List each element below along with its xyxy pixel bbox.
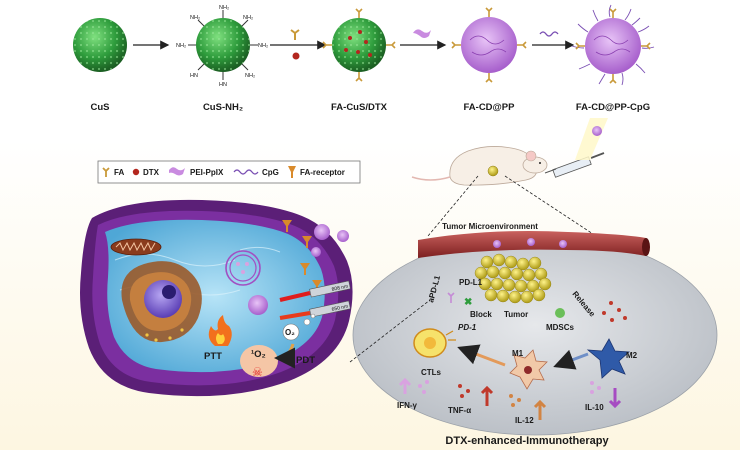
internalized-nanoparticle [248,295,268,315]
tme-caption: DTX-enhanced-Immunotherapy [445,435,609,447]
skull-icon: ☠ [252,365,263,379]
legend: FA DTX PEI-PpIX CpG FA-receptor [97,160,361,184]
arrow-m1-to-ctl [457,344,506,367]
tumor-cluster [474,253,552,304]
nh2-bottomright-label: NH₂ [245,73,255,79]
oxygen-bubble [282,323,300,341]
fa-receptors [282,220,322,292]
legend-pei-ppix-label: PEI-PpIX [190,168,224,177]
hn-bottomleft-label: HN [190,73,198,79]
mouse-illustration [411,146,548,186]
pdt-label: PDT [296,355,315,366]
ctls-label: CTLs [421,368,442,377]
il12-up-arrow [533,399,547,420]
nh2-right-label: NH₂ [258,43,268,49]
tnf-alpha-label: TNF-α [448,406,471,415]
il10-label: IL-10 [585,403,604,412]
legend-fa-receptor-icon [288,166,296,178]
tme-title: Tumor Microenvironment [442,222,538,231]
oxygen-small-bubbles [303,313,316,326]
nh2-left-label: NH₂ [176,43,186,49]
m2-label: M2 [626,351,638,360]
legend-fa-receptor-label: FA-receptor [300,168,345,177]
hn-bottom-label: HN [219,82,227,88]
mdsc-cell [555,308,565,318]
zoom-line-right [504,175,676,289]
endosome [225,250,261,286]
nucleus [144,280,182,318]
incoming-nanoparticles [311,224,349,257]
cell-to-tme-line [349,299,431,363]
synthesis-row: NH₂ NH₂ NH₂ NH₂ NH₂ HN NH₂ HN [73,4,655,113]
dtx-reagent-icon [292,52,300,60]
fa-cd-pp-nanoparticle [451,7,527,83]
pdt-arrow [274,343,296,369]
il12-label: IL-12 [515,416,534,425]
step-label-fa-cus-dtx: FA-CuS/DTX [331,102,388,113]
syringe-icon [544,152,605,178]
step-label-fa-cd-pp: FA-CD@PP [464,102,516,113]
cus-nanoparticle [73,18,127,72]
ptt-label: PTT [204,351,222,362]
tnf-up-arrow [480,385,494,406]
m1-label: M1 [512,349,524,358]
cus-nh2-nanoparticle: NH₂ NH₂ NH₂ NH₂ NH₂ HN NH₂ HN [176,5,268,88]
blood-vessel [418,231,650,258]
tme-panel: Tumor Microenvironment PD-L1 Tumor aPD-L… [352,222,718,447]
released-dtx-dots [602,301,627,322]
laser-650-label: 650 nm [331,304,349,313]
legend-dtx-icon [132,168,140,176]
oxygen-label: O₂ [285,328,295,337]
laser-808 [279,280,351,302]
nh2-top-label: NH₂ [219,5,229,11]
block-x-icon: ✖ [464,297,472,308]
fa-reagent-icon [290,29,300,40]
il10-down-arrow [608,388,622,409]
laser-650 [279,300,351,320]
step-label-cus: CuS [91,102,110,113]
step-label-fa-cd-pp-cpg: FA-CD@PP-CpG [576,102,650,113]
legend-fa-icon [102,167,110,177]
cancer-cell: 808 nm 650 nm PTT ¹O₂ ☠ O₂ PDT [80,199,353,397]
mdscs-label: MDSCs [546,323,575,332]
singlet-oxygen-bubble [240,345,278,377]
arrow-m2-to-m1 [553,349,589,370]
laser-808-label: 808 nm [331,284,349,293]
ribosomes [145,328,184,342]
legend-dtx-label: DTX [143,168,160,177]
pd1-label: PD-1 [458,323,477,332]
ifn-gamma-label: IFN-γ [397,401,418,410]
pei-ppix-reagent-icon [413,29,431,38]
zoom-line-left [427,175,479,237]
mitochondrion [110,238,162,256]
m2-macrophage [586,338,630,379]
il12-dots [509,394,521,407]
cpg-reagent-icon [539,31,559,37]
il10-dots [590,381,601,394]
ifn-dots [418,380,429,394]
step-label-cus-nh2: CuS-NH₂ [203,102,243,113]
tnf-dots [458,384,470,398]
nh2-topleft-label: NH₂ [190,15,200,21]
apdl1-antibody-icon [447,292,455,303]
legend-cpg-icon [233,169,259,175]
legend-pei-ppix-icon [169,167,185,176]
tumor-label: Tumor [504,310,528,319]
legend-cpg-label: CpG [262,168,279,177]
ctl-cell [413,328,456,358]
ifn-up-arrow [398,377,412,394]
legend-fa-label: FA [114,168,124,177]
fa-cd-pp-cpg-nanoparticle [571,4,655,86]
injected-nanoparticle [592,126,602,136]
singlet-oxygen-label: ¹O₂ [251,349,266,360]
block-label: Block [470,310,492,319]
nh2-topright-label: NH₂ [243,15,253,21]
pdl1-label: PD-L1 [459,278,483,287]
fa-cus-dtx-nanoparticle [322,8,396,82]
fire-icon [208,315,232,346]
m1-macrophage [509,349,548,390]
